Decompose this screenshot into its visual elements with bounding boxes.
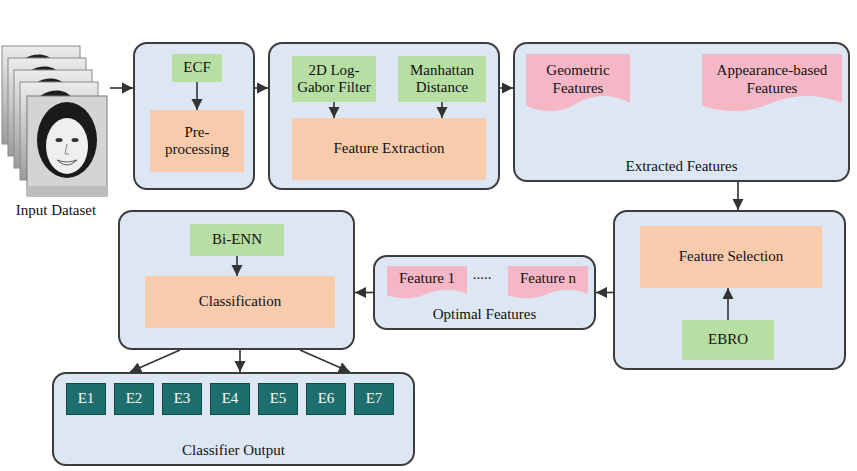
arrow-line — [737, 182, 739, 210]
class-box: E6 — [306, 383, 346, 415]
banner-fill — [387, 266, 467, 298]
process-box: Feature Selection — [640, 226, 822, 288]
arrow-connector — [442, 102, 443, 118]
method-box: ECF — [172, 54, 222, 82]
arrow-line — [500, 87, 513, 89]
arrow-connector — [130, 350, 350, 372]
ellipsis-label: ..... — [460, 266, 504, 283]
feature-banner: Feature n — [508, 266, 588, 300]
banner-fill — [702, 54, 842, 111]
node-text: Classification — [199, 293, 282, 310]
node-text: Geometric Features — [531, 62, 625, 97]
arrow-line — [196, 82, 198, 110]
feature-banner: Geometric Features — [526, 54, 630, 114]
arrow-connector — [197, 82, 198, 110]
node-text: Feature Selection — [679, 248, 784, 265]
group-panel: ECF Pre-processing — [133, 42, 255, 190]
arrow-connector — [728, 288, 729, 320]
group-panel: 2D Log-Gabor Filter Manhattan DistanceFea… — [268, 42, 500, 190]
node-text: Feature Extraction — [333, 140, 444, 157]
node-text: Pre-processing — [155, 124, 239, 159]
node-text: Optimal Features — [433, 306, 537, 323]
method-box: Bi-ENN — [190, 224, 284, 256]
arrow-connector — [596, 292, 613, 293]
group-panel: Classifier Output E1 E2 E3 E4 E5 E6 E7 — [52, 372, 415, 466]
process-box: Pre-processing — [150, 110, 244, 172]
banner-fill — [526, 54, 630, 111]
node-text: Classifier Output — [182, 442, 285, 459]
node-text: Input Dataset — [16, 202, 96, 219]
class-box: E7 — [354, 383, 394, 415]
node-text: E2 — [126, 390, 143, 407]
arrow-line — [355, 292, 373, 294]
node-text: Extracted Features — [625, 158, 737, 175]
node-text: Feature n — [520, 270, 576, 287]
node-text: Manhattan Distance — [403, 62, 481, 97]
class-box: E3 — [162, 383, 202, 415]
method-box: EBRO — [682, 320, 774, 360]
banner-fill — [508, 266, 588, 298]
process-box: Feature Extraction — [292, 118, 486, 180]
arrow-line — [300, 350, 350, 372]
node-text: E3 — [174, 390, 191, 407]
arrow-connector — [500, 88, 513, 89]
node-text: E6 — [318, 390, 335, 407]
group-panel: Feature SelectionEBRO — [613, 210, 846, 370]
node-text: E7 — [366, 390, 383, 407]
arrow-connector — [355, 292, 373, 293]
class-box: E5 — [258, 383, 298, 415]
face-frame — [27, 96, 107, 196]
arrow-line — [236, 256, 238, 276]
node-text: 2D Log-Gabor Filter — [297, 62, 371, 97]
arrow-line — [333, 102, 335, 118]
arrow-line — [255, 87, 268, 89]
node-text: E4 — [222, 390, 239, 407]
process-box: Classification — [145, 276, 335, 328]
node-text: Bi-ENN — [212, 231, 262, 248]
arrow-connector — [237, 256, 238, 276]
class-box: E4 — [210, 383, 250, 415]
method-box: Manhattan Distance — [398, 56, 486, 102]
input-dataset: Input Dataset — [2, 44, 110, 224]
node-text: E1 — [78, 390, 95, 407]
node-text: EBRO — [708, 331, 748, 348]
class-box: E2 — [114, 383, 154, 415]
class-box: E1 — [66, 383, 106, 415]
node-text: Appearance-based Features — [707, 62, 837, 97]
arrow-line — [441, 102, 443, 118]
node-text: ECF — [183, 59, 211, 76]
feature-banner: Appearance-based Features — [702, 54, 842, 114]
arrow-line — [110, 87, 133, 89]
arrow-line — [727, 288, 729, 320]
arrow-connector — [334, 102, 335, 118]
arrow-connector — [110, 88, 133, 89]
arrow-line — [239, 350, 241, 372]
arrow-connector — [738, 182, 739, 210]
method-box: 2D Log-Gabor Filter — [292, 56, 376, 102]
arrow-line — [130, 350, 180, 372]
arrow-line — [596, 292, 613, 294]
arrow-connector — [255, 88, 268, 89]
face-stack-illustration — [0, 0, 120, 205]
node-text: E5 — [270, 390, 287, 407]
feature-banner: Feature 1 — [387, 266, 467, 300]
node-text: Feature 1 — [399, 270, 455, 287]
group-panel: Bi-ENN Classification — [118, 210, 355, 350]
group-panel: Extracted Features Geometric Features Appe… — [513, 42, 850, 182]
